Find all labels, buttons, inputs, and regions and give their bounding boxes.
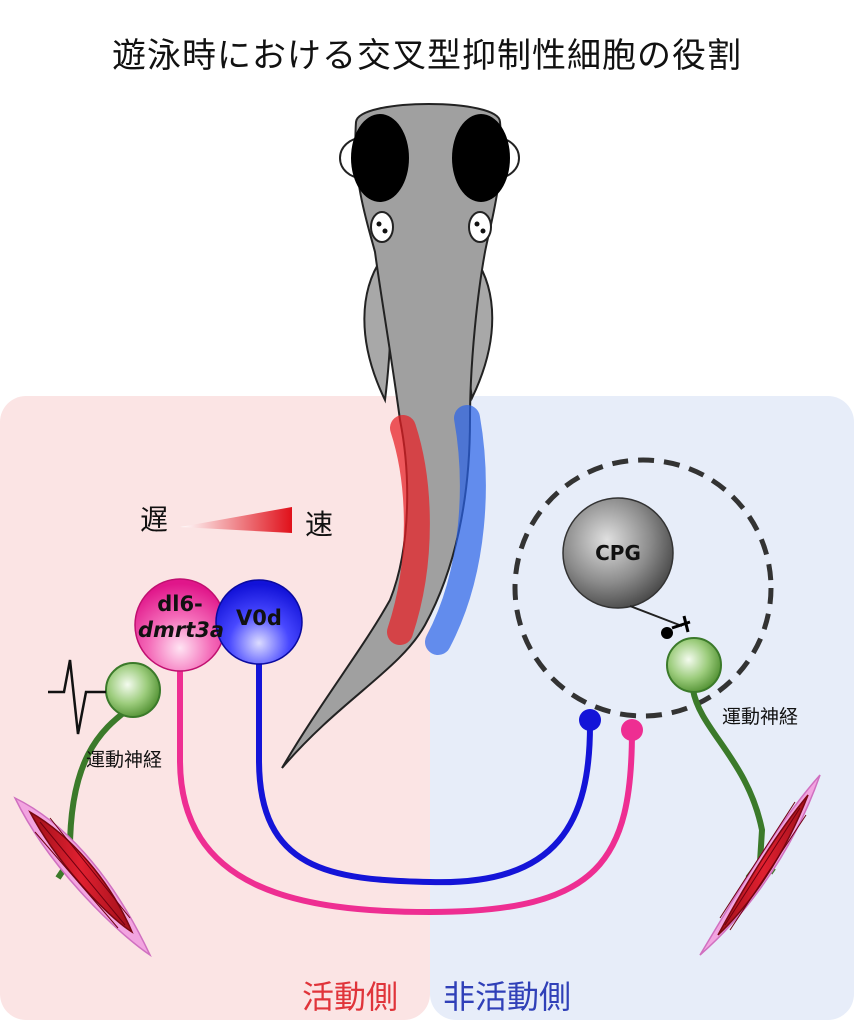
left-muscle [13,796,152,958]
dl6-label-line1: dl6- [157,592,203,616]
active-side-label: 活動側 [302,978,399,1016]
left-motor-neuron-label: 運動神経 [86,749,163,771]
cpg-label: CPG [595,541,641,565]
left-motor-neuron [105,662,161,718]
v0d-label: V0d [236,606,282,630]
left-otic-vesicle [370,211,394,243]
v0d-axon [256,662,593,886]
right-motor-neuron [666,637,722,693]
speed-gradient-wedge [180,507,292,533]
diagram-title: 遊泳時における交叉型抑制性細胞の役割 [112,36,742,76]
right-muscle [699,774,821,956]
inactive-side-panel [430,396,854,1020]
dl6-label-line2: dmrt3a [138,618,225,642]
active-side-panel [0,396,430,1020]
cpg-to-motor-connection [629,605,683,627]
cpg-cell [562,497,674,609]
active-side-band [387,415,430,645]
action-potential-trace [48,659,106,735]
fish-body [281,103,502,769]
v0d-cell [215,579,303,665]
left-eye [351,114,409,202]
v0d-synapse [579,709,601,731]
cpg-boundary [512,457,774,719]
inactive-side-label: 非活動側 [443,978,572,1016]
zebrafish-larva [281,103,520,769]
fast-label: 速 [305,508,334,541]
slow-label: 遅 [140,503,169,536]
dl6-synapse [621,719,643,741]
right-otic-vesicle [468,211,492,243]
right-eye [452,114,510,202]
dl6-axon [177,668,635,916]
right-motor-neuron-label: 運動神経 [722,706,799,728]
inactive-side-band [425,405,486,655]
